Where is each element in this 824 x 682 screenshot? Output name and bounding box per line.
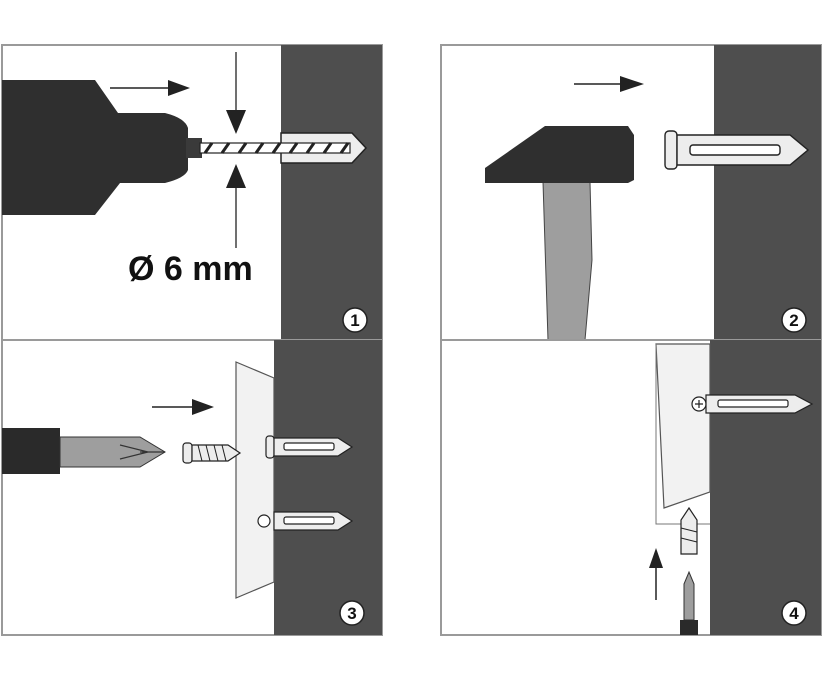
screwdriver-shaft [59,436,166,468]
step-badge [781,307,807,333]
dimension-arrow-icon [226,110,246,134]
step-badge [781,600,807,626]
panel-2: 2 [440,44,822,341]
wall-plug-icon [265,435,354,459]
panel-3: 3 [1,339,383,636]
dimension-arrow-icon [226,164,246,188]
step-number: 1 [350,311,359,330]
diameter-label: Ø 6 mm [128,250,253,288]
step-number: 3 [347,604,356,623]
wall-plug-icon [257,511,354,531]
wall [281,45,382,340]
step-badge [339,600,365,626]
wall [714,45,821,340]
step-number: 4 [789,604,799,623]
wall-plug-icon [664,130,810,170]
drill-bit [199,142,351,154]
mounting-plate [235,361,275,599]
screwdriver-icon [2,428,60,474]
wall [710,340,821,635]
panel-1: Ø 6 mm 1 [1,44,383,341]
step-number: 2 [789,311,798,330]
screwdriver-icon [680,570,698,635]
wall [274,340,382,635]
step-badge [342,307,368,333]
drill-icon [2,80,188,215]
screw-icon [182,442,242,464]
mounting-plate [655,343,711,509]
panel-4: 4 [440,339,822,636]
wall-plug-icon [680,506,698,555]
drill-chuck [186,138,202,158]
hammer-handle [542,181,593,341]
screw-icon [691,394,814,414]
hammer-icon [485,126,634,183]
